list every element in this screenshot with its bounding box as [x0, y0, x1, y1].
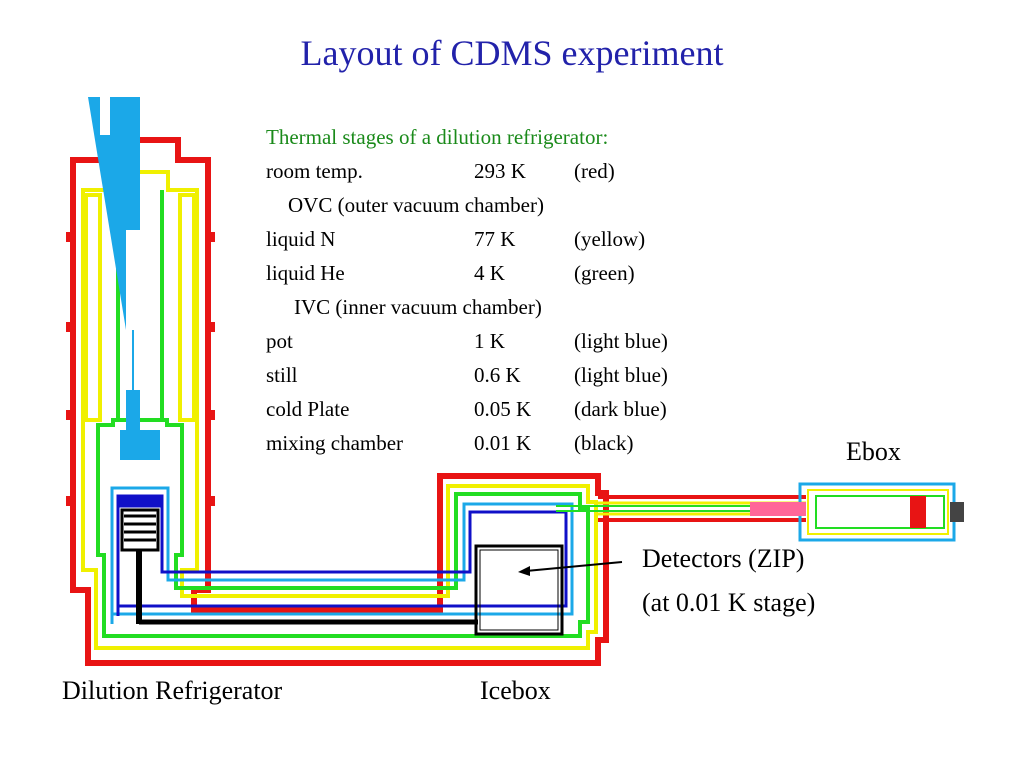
stage-name: still — [266, 363, 298, 387]
stage-row-helium: liquid He 4 K (green) — [266, 256, 635, 290]
stage-color: (light blue) — [574, 329, 668, 353]
stage-name: liquid He — [266, 261, 345, 285]
stage-temp: 293 K — [474, 159, 526, 183]
stage-color: (light blue) — [574, 363, 668, 387]
stage-name: pot — [266, 329, 293, 353]
stage-note-ovc: OVC (outer vacuum chamber) — [288, 193, 544, 217]
page-title: Layout of CDMS experiment — [300, 33, 724, 73]
stage-row-still: still 0.6 K (light blue) — [266, 358, 668, 392]
ebox-assembly — [556, 482, 964, 542]
stage-name: cold Plate — [266, 397, 350, 421]
stage-row-mixing: mixing chamber 0.01 K (black) — [266, 426, 633, 460]
stage-temp: 1 K — [474, 329, 505, 353]
detectors-label: Detectors (ZIP) — [642, 544, 805, 573]
ebox-label: Ebox — [846, 437, 901, 466]
stage-name: liquid N — [266, 227, 336, 251]
ivc-light-blue — [88, 97, 574, 624]
stage-color: (red) — [574, 159, 615, 183]
stage-temp: 77 K — [474, 227, 516, 251]
stage-row-room: room temp. 293 K (red) — [266, 154, 615, 188]
stages-heading: Thermal stages of a dilution refrigerato… — [266, 125, 609, 149]
stage-name: room temp. — [266, 159, 363, 183]
icebox-label: Icebox — [480, 676, 551, 705]
fridge-flange-tabs — [66, 232, 215, 506]
stage-color: (black) — [574, 431, 634, 455]
fridge-room-temp-shell — [70, 137, 609, 666]
stage-name: mixing chamber — [266, 431, 404, 455]
thermal-stages-list: Thermal stages of a dilution refrigerato… — [266, 120, 668, 460]
cold-plate-dark-blue — [116, 494, 568, 616]
stage-row-nitrogen: liquid N 77 K (yellow) — [266, 222, 645, 256]
nitrogen-shield — [81, 170, 598, 650]
stage-color: (dark blue) — [574, 397, 667, 421]
stage-note-ivc: IVC (inner vacuum chamber) — [294, 295, 542, 319]
detectors-sublabel: (at 0.01 K stage) — [642, 588, 816, 617]
fridge-label: Dilution Refrigerator — [62, 676, 283, 705]
detectors-arrow — [518, 561, 623, 576]
stage-temp: 4 K — [474, 261, 505, 285]
stage-temp: 0.6 K — [474, 363, 521, 387]
stage-temp: 0.05 K — [474, 397, 532, 421]
stage-row-pot: pot 1 K (light blue) — [266, 324, 668, 358]
stage-row-coldplate: cold Plate 0.05 K (dark blue) — [266, 392, 667, 426]
mixing-chamber-black — [120, 508, 564, 636]
stage-color: (yellow) — [574, 227, 646, 251]
stage-temp: 0.01 K — [474, 431, 532, 455]
stage-color: (green) — [574, 261, 635, 285]
helium-shield — [96, 190, 590, 638]
